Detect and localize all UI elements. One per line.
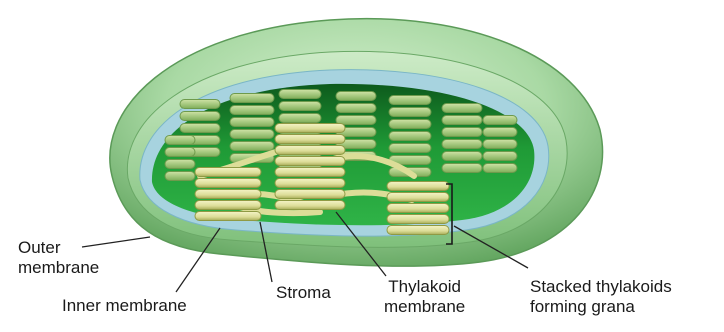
label-grana: Stacked thylakoids forming grana (530, 277, 672, 317)
label-outer-membrane-line1: Outer (18, 238, 99, 258)
background-thylakoid (279, 114, 321, 123)
background-thylakoid (230, 118, 274, 127)
background-thylakoid (230, 130, 274, 139)
thylakoid-disc (387, 226, 449, 235)
background-thylakoid (442, 104, 482, 113)
background-thylakoid (180, 112, 220, 121)
background-thylakoid (442, 164, 482, 173)
thylakoid-disc (387, 182, 449, 191)
thylakoid-disc (195, 190, 261, 199)
background-thylakoid (180, 124, 220, 133)
background-thylakoid (279, 102, 321, 111)
background-thylakoid (389, 120, 431, 129)
thylakoid-disc (195, 168, 261, 177)
thylakoid-disc (195, 201, 261, 210)
label-stroma: Stroma (276, 283, 331, 303)
label-thylakoid-membrane: Thylakoid membrane (384, 277, 465, 317)
background-thylakoid (389, 96, 431, 105)
thylakoid-disc (387, 204, 449, 213)
label-outer-membrane-line2: membrane (18, 258, 99, 278)
thylakoid-disc (387, 193, 449, 202)
background-thylakoid (483, 164, 517, 173)
background-thylakoid (389, 132, 431, 141)
thylakoid-disc (275, 146, 345, 155)
thylakoid-disc (275, 190, 345, 199)
background-thylakoid (442, 140, 482, 149)
background-thylakoid (230, 142, 274, 151)
label-grana-line2: forming grana (530, 297, 672, 317)
label-inner-membrane: Inner membrane (62, 296, 187, 316)
label-outer-membrane: Outer membrane (18, 238, 99, 278)
thylakoid-disc (275, 157, 345, 166)
background-thylakoid (336, 92, 376, 101)
background-thylakoid (165, 160, 195, 169)
background-thylakoid (165, 136, 195, 145)
label-thylakoid-membrane-line2: membrane (384, 297, 465, 317)
thylakoid-disc (275, 179, 345, 188)
background-thylakoid (230, 94, 274, 103)
background-thylakoid (336, 104, 376, 113)
thylakoid-disc (275, 124, 345, 133)
thylakoid-disc (387, 215, 449, 224)
background-thylakoid (389, 144, 431, 153)
background-thylakoid (483, 128, 517, 137)
background-thylakoid (442, 128, 482, 137)
label-grana-line1: Stacked thylakoids (530, 277, 672, 297)
thylakoid-disc (275, 201, 345, 210)
label-thylakoid-membrane-line1: Thylakoid (384, 277, 465, 297)
background-thylakoid (230, 106, 274, 115)
background-thylakoid (442, 116, 482, 125)
background-thylakoid (442, 152, 482, 161)
background-thylakoid (180, 100, 220, 109)
background-thylakoid (389, 108, 431, 117)
background-thylakoid (483, 116, 517, 125)
thylakoid-disc (195, 179, 261, 188)
background-thylakoid (483, 152, 517, 161)
background-thylakoid (336, 116, 376, 125)
thylakoid-disc (275, 135, 345, 144)
background-thylakoid (165, 172, 195, 181)
thylakoid-disc (275, 168, 345, 177)
thylakoid-disc (195, 212, 261, 221)
background-thylakoid (483, 140, 517, 149)
background-thylakoid (165, 148, 195, 157)
background-thylakoid (279, 90, 321, 99)
